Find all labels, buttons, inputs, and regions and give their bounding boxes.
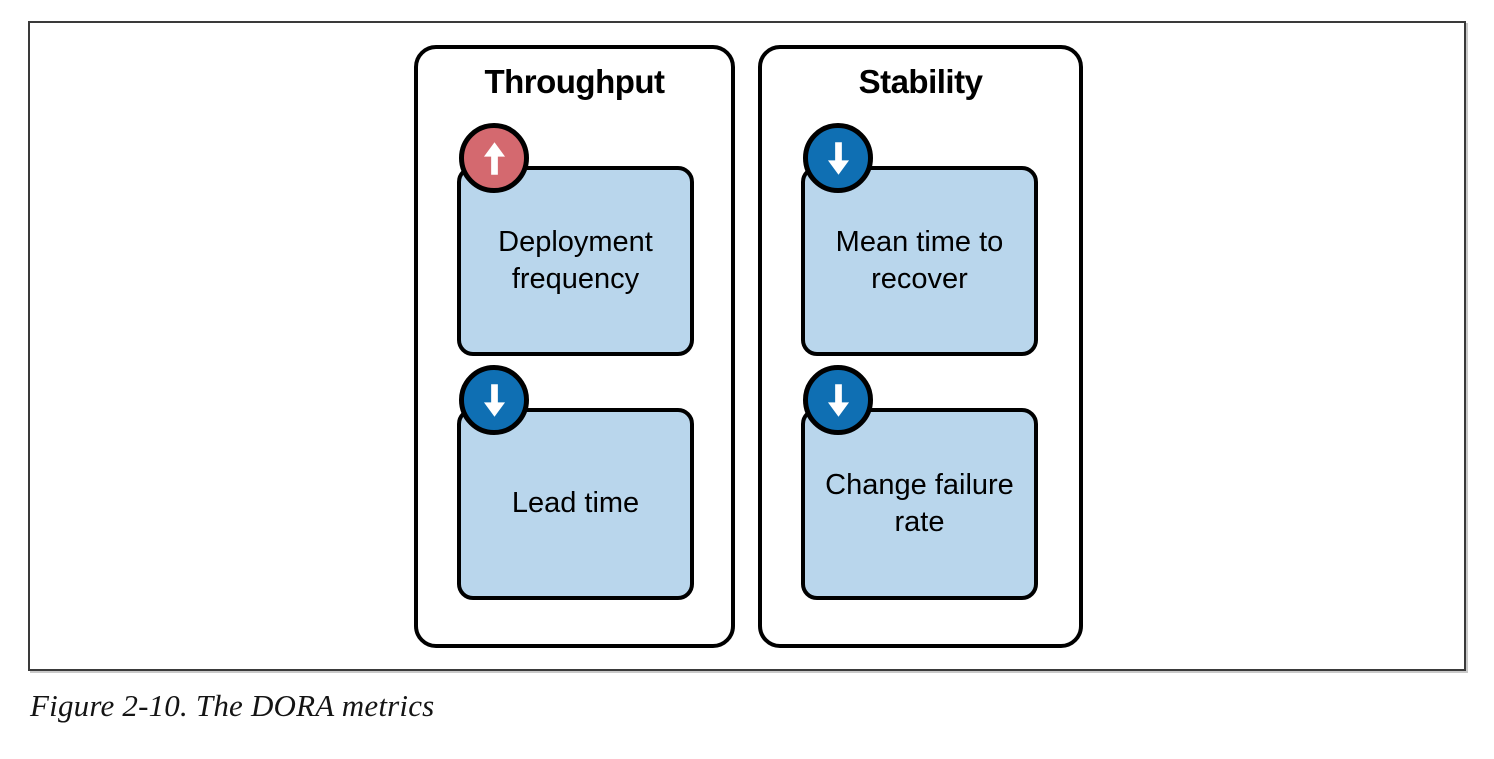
metric-label: Mean time to recover: [835, 225, 1004, 295]
metric-label: Change failure rate: [825, 468, 1014, 538]
down-arrow-icon: [827, 141, 849, 175]
panel-throughput: Throughput Deployment frequency Lead tim…: [414, 45, 735, 648]
down-arrow-icon: [827, 383, 849, 417]
metric-box-change-failure-rate: Change failure rate: [801, 365, 1038, 600]
panel-title: Throughput: [484, 63, 665, 100]
down-arrow-icon: [483, 383, 505, 417]
metric-label: Deployment frequency: [498, 225, 653, 295]
metric-box-deployment-frequency: Deployment frequency: [457, 123, 694, 356]
trend-badge-down: [459, 365, 529, 435]
trend-badge-up: [459, 123, 529, 193]
metric-label: Lead time: [511, 487, 640, 520]
metric-box-lead-time: Lead time: [457, 365, 694, 600]
up-arrow-icon: [483, 141, 505, 175]
figure-frame: Throughput Deployment frequency Lead tim…: [28, 21, 1466, 671]
panel-stability: Stability Mean time to recover Change fa…: [758, 45, 1083, 648]
metric-box-mean-time-to-recover: Mean time to recover: [801, 123, 1038, 356]
trend-badge-down: [803, 365, 873, 435]
trend-badge-down: [803, 123, 873, 193]
panel-title: Stability: [858, 63, 983, 100]
figure-caption: Figure 2-10. The DORA metrics: [30, 688, 435, 723]
